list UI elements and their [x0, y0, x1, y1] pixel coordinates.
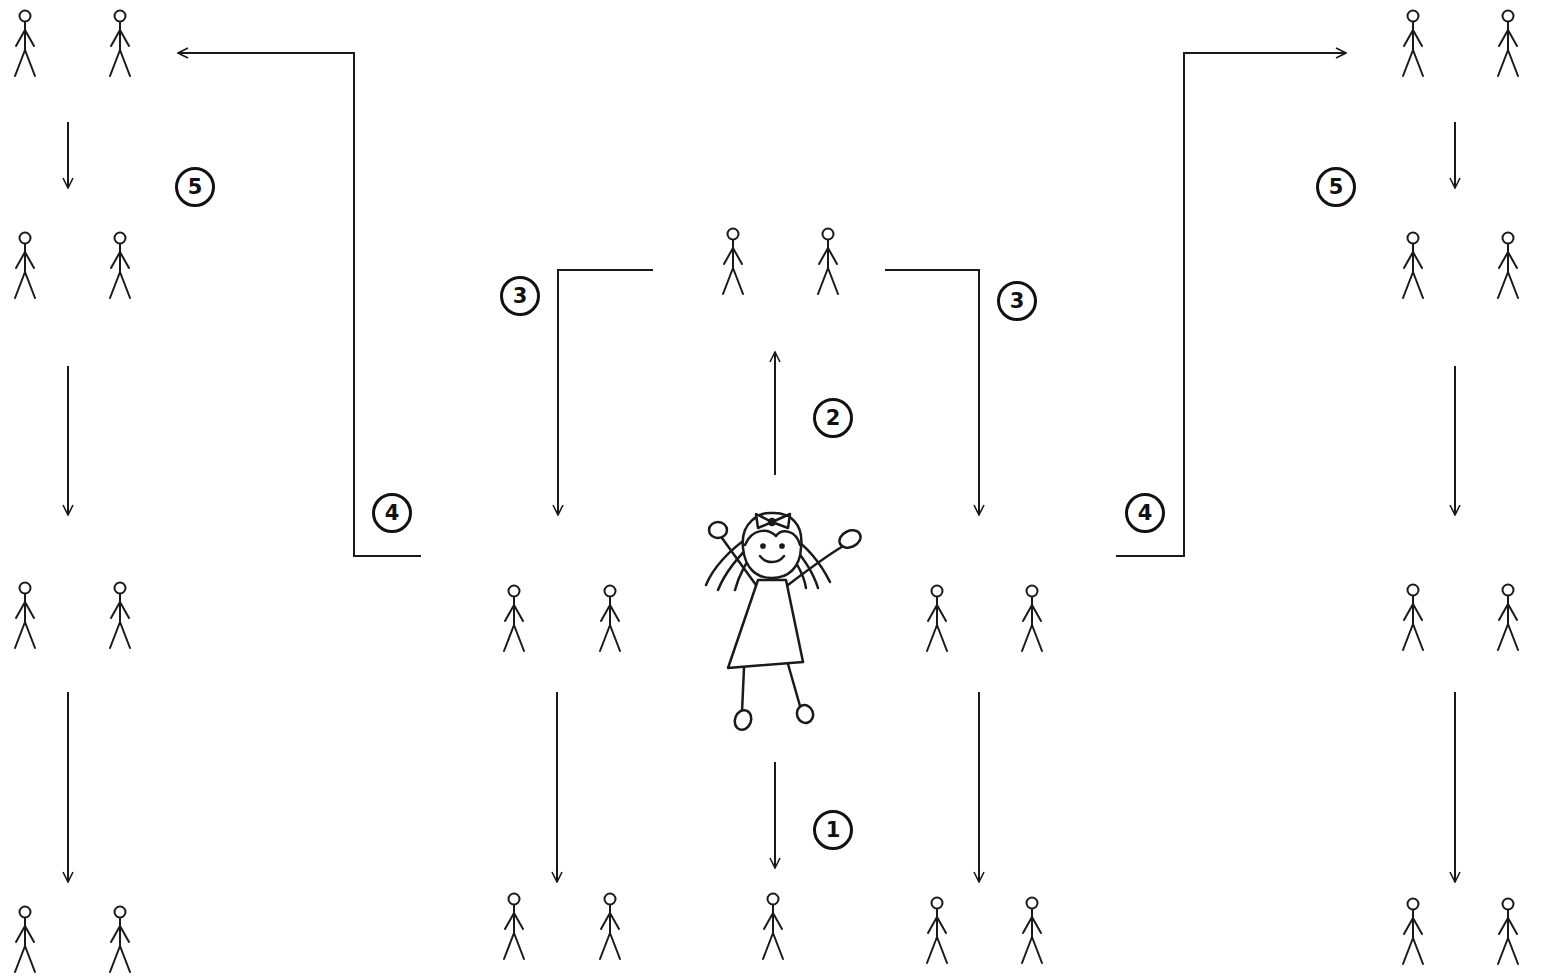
movement-arrow [556, 692, 558, 882]
movement-arrow [978, 692, 980, 882]
movement-arrow [178, 53, 421, 556]
callout-number: 3 [500, 276, 540, 316]
movement-arrow [1454, 366, 1456, 515]
dancer-figure [1403, 585, 1423, 651]
dancer-figure [110, 11, 130, 77]
callout-number: 5 [1316, 167, 1356, 207]
movement-arrow [1454, 692, 1456, 882]
dancer-figure [504, 894, 524, 960]
dancer-figure [1498, 585, 1518, 651]
movement-arrow [67, 366, 69, 515]
movement-arrow [558, 270, 653, 515]
dancer-figure [110, 907, 130, 973]
movement-arrow [1454, 122, 1456, 188]
callout-number: 5 [175, 167, 215, 207]
dancer-figure [1022, 586, 1042, 652]
dancer-figure [15, 583, 35, 649]
dancer-figure [600, 586, 620, 652]
dancer-figures [15, 11, 1518, 973]
dancer-figure [1403, 899, 1423, 965]
callout-number: 4 [372, 493, 412, 533]
callout-number: 1 [813, 810, 853, 850]
dancer-figure [110, 233, 130, 299]
dancer-figure [1403, 233, 1423, 299]
dancer-figure [1403, 11, 1423, 77]
dancer-figure [1022, 898, 1042, 964]
dancer-figure [600, 894, 620, 960]
movement-arrow [774, 352, 776, 475]
dancer-figure [1498, 899, 1518, 965]
dancer-figure [15, 907, 35, 973]
movement-arrow [67, 692, 69, 882]
dancer-figure [818, 229, 838, 295]
dancer-figure [110, 583, 130, 649]
dancer-figure [1498, 11, 1518, 77]
dancer-figure [723, 229, 743, 295]
dancer-figure [763, 894, 783, 960]
girl-illustration [706, 513, 863, 732]
movement-arrow [67, 122, 69, 188]
callout-number: 2 [813, 398, 853, 438]
callout-number: 4 [1125, 493, 1165, 533]
dancer-figure [15, 233, 35, 299]
dancer-figure [504, 586, 524, 652]
dancer-figure [1498, 233, 1518, 299]
dancer-figure [15, 11, 35, 77]
movement-arrows [68, 53, 1455, 882]
dancer-figure [927, 586, 947, 652]
movement-arrow [1116, 53, 1346, 556]
movement-arrow [774, 762, 776, 868]
callout-number: 3 [997, 281, 1037, 321]
dancer-figure [927, 898, 947, 964]
movement-arrow [885, 270, 979, 515]
